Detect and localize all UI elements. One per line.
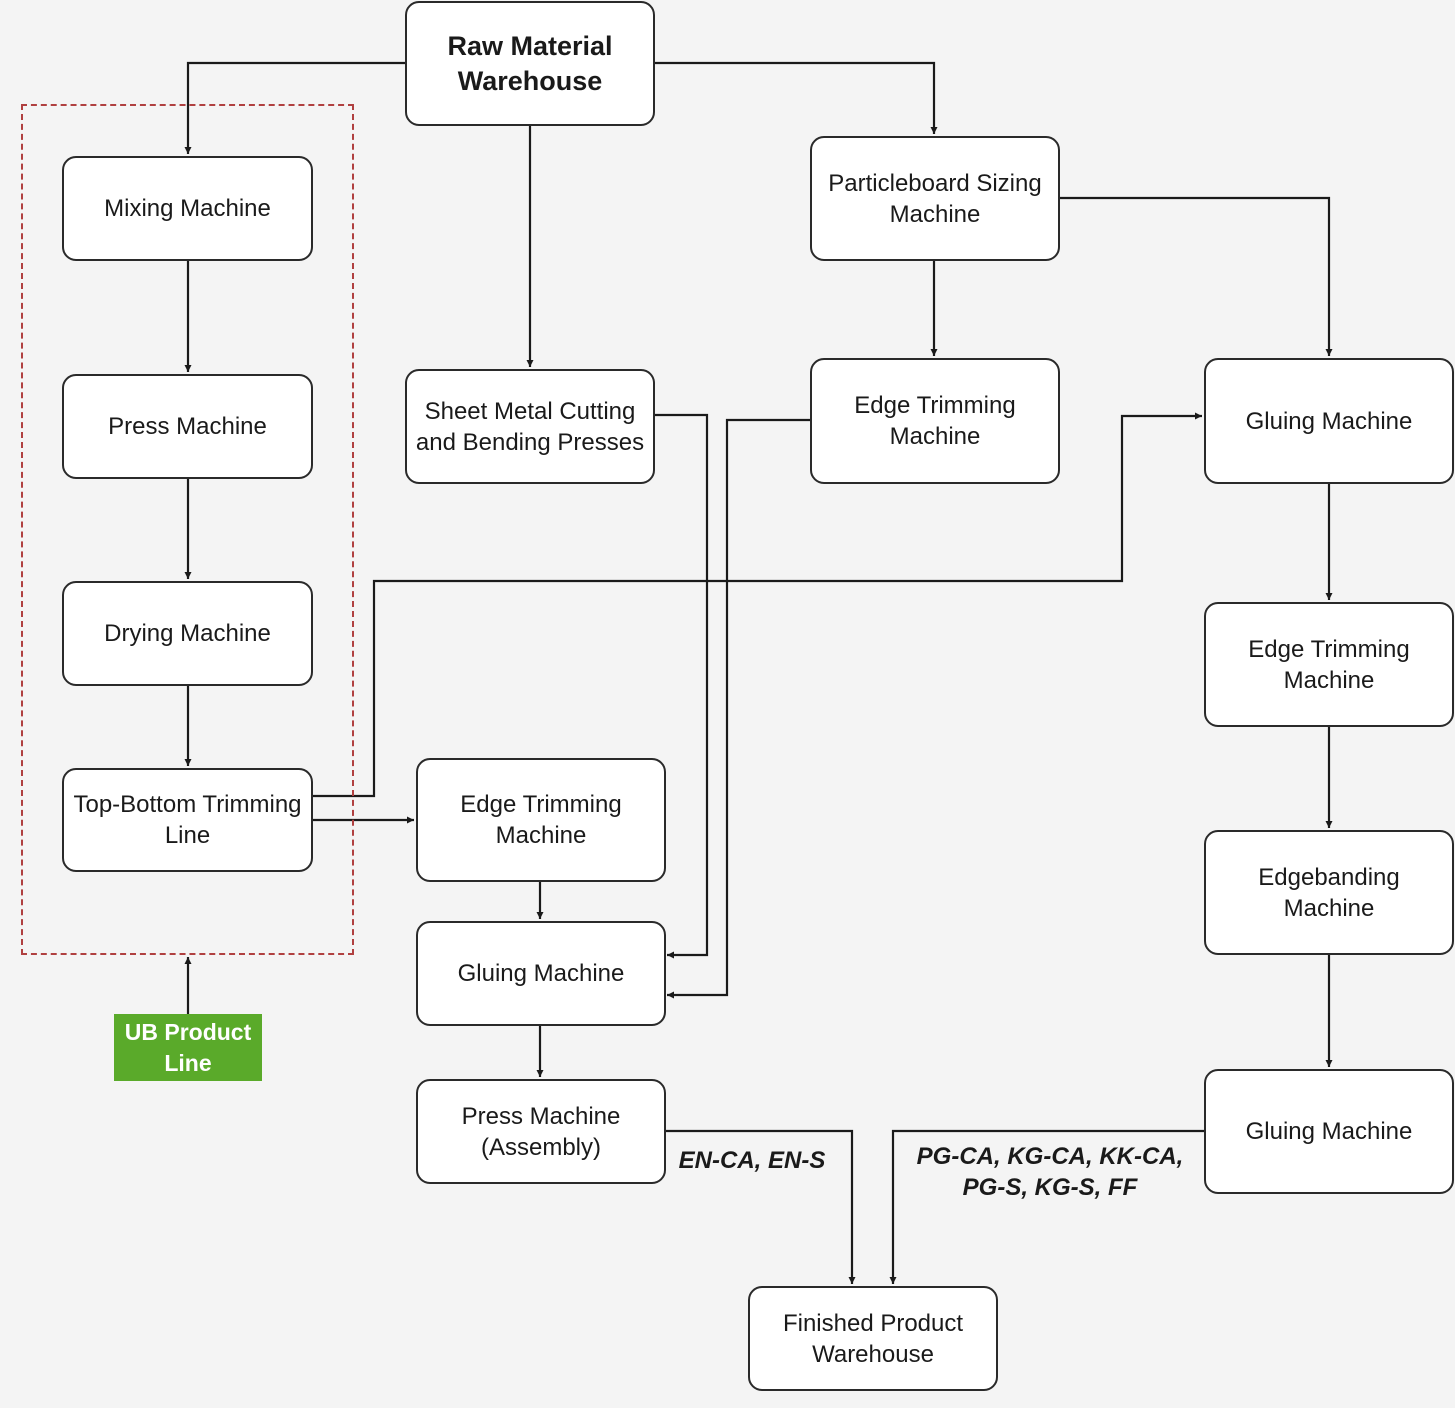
press-machine-assembly-box: Press Machine (Assembly)	[416, 1079, 666, 1184]
drying-machine-box: Drying Machine	[62, 581, 313, 686]
arrow-gluing-bottom-to-finished	[889, 1129, 1205, 1284]
edge-label-en: EN-CA, EN-S	[678, 1147, 826, 1174]
raw-material-warehouse-box: Raw Material Warehouse	[405, 1, 655, 126]
particleboard-sizing-box: Particleboard Sizing Machine	[810, 136, 1060, 261]
arrow-press-assembly-to-finished	[666, 1129, 856, 1284]
gluing-machine-right-top-box: Gluing Machine	[1204, 358, 1454, 484]
arrow-trimming-to-gluing-right	[313, 412, 1202, 798]
edge-label-pg-kg: PG-CA, KG-CA, KK-CA, PG-S, KG-S, FF	[916, 1143, 1184, 1201]
gluing-machine-right-bottom-box: Gluing Machine	[1204, 1069, 1454, 1194]
edge-trimming-left-box: Edge Trimming Machine	[416, 758, 666, 882]
press-machine-box: Press Machine	[62, 374, 313, 479]
mixing-machine-box: Mixing Machine	[62, 156, 313, 261]
top-bottom-trimming-line-box: Top-Bottom Trimming Line	[62, 768, 313, 872]
finished-product-warehouse-box: Finished Product Warehouse	[748, 1286, 998, 1391]
edge-trimming-mid-box: Edge Trimming Machine	[810, 358, 1060, 484]
edge-trimming-right-box: Edge Trimming Machine	[1204, 602, 1454, 727]
ub-product-line-group	[21, 104, 354, 955]
sheet-metal-cutting-box: Sheet Metal Cutting and Bending Presses	[405, 369, 655, 484]
arrow-warehouse-to-mixing	[184, 61, 406, 154]
arrow-particleboard-to-gluing-right	[1060, 196, 1333, 356]
gluing-machine-left-box: Gluing Machine	[416, 921, 666, 1026]
arrow-edge-trimming-mid-to-gluing-left	[667, 418, 810, 999]
edgebanding-machine-box: Edgebanding Machine	[1204, 830, 1454, 955]
ub-product-line-badge: UB Product Line	[114, 1014, 262, 1081]
arrow-sheet-metal-to-gluing-left	[655, 413, 709, 959]
arrow-warehouse-to-particleboard	[655, 61, 938, 134]
